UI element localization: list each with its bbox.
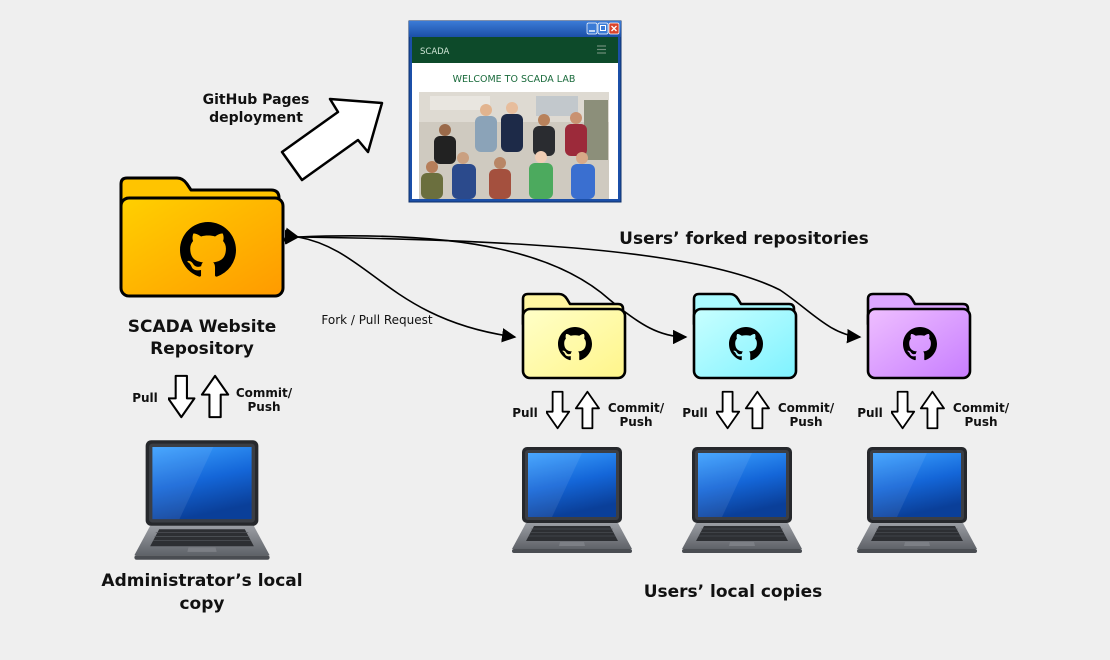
deployment-arrow bbox=[280, 97, 384, 182]
forked-repo-folder-cyan bbox=[692, 292, 798, 380]
site-welcome-title: WELCOME TO SCADA LAB bbox=[453, 74, 576, 85]
window-controls bbox=[586, 22, 620, 35]
fork-pr-label: Fork / Pull Request bbox=[321, 313, 433, 327]
admin-laptop-icon bbox=[133, 439, 271, 561]
commit-push-label-line2: Push bbox=[619, 415, 652, 429]
website-window: SCADA WELCOME TO SCADA LAB bbox=[408, 20, 622, 203]
commit-push-label-line1: Commit/ bbox=[236, 386, 293, 400]
main-repo-label-line2: Repository bbox=[150, 339, 254, 359]
site-logo: SCADA bbox=[420, 47, 450, 57]
maximize-button[interactable] bbox=[597, 22, 609, 35]
commit-push-label-line1: Commit/ bbox=[608, 401, 665, 415]
main-repo-label-line1: SCADA Website bbox=[128, 317, 277, 337]
deploy-label-line2: deployment bbox=[209, 110, 303, 126]
fork-arrows bbox=[283, 227, 862, 345]
pull-push-arrows bbox=[891, 390, 945, 430]
user3-laptop-icon bbox=[857, 446, 977, 554]
pull-push-arrows bbox=[546, 390, 600, 430]
hamburger-menu-icon[interactable] bbox=[597, 45, 606, 54]
commit-push-label-line1: Commit/ bbox=[953, 401, 1010, 415]
commit-push-label-line2: Push bbox=[789, 415, 822, 429]
forked-repo-folder-yellow bbox=[521, 292, 627, 380]
deploy-label-line1: GitHub Pages bbox=[203, 92, 310, 108]
admin-copy-label-line2: copy bbox=[179, 594, 224, 614]
admin-copy-label-line1: Administrator’s local bbox=[101, 571, 302, 591]
pull-label: Pull bbox=[682, 406, 708, 420]
forked-repos-label: Users’ forked repositories bbox=[619, 229, 869, 249]
user2-sync-arrows: Pull Commit/ Push bbox=[682, 390, 835, 430]
pull-label: Pull bbox=[132, 391, 158, 405]
user1-sync-arrows: Pull Commit/ Push bbox=[512, 390, 665, 430]
commit-push-label-line2: Push bbox=[964, 415, 997, 429]
user3-sync-arrows: Pull Commit/ Push bbox=[857, 390, 1010, 430]
pull-label: Pull bbox=[512, 406, 538, 420]
commit-push-label-line2: Push bbox=[247, 400, 280, 414]
admin-sync-arrows: Pull Commit/ Push bbox=[132, 374, 293, 419]
user1-laptop-icon bbox=[512, 446, 632, 554]
pull-label: Pull bbox=[857, 406, 883, 420]
minimize-button[interactable] bbox=[586, 22, 598, 35]
forked-repo-folder-purple bbox=[866, 292, 972, 380]
lab-group-photo bbox=[419, 92, 609, 199]
users-local-copies-label: Users’ local copies bbox=[644, 582, 823, 602]
pull-push-arrows bbox=[716, 390, 770, 430]
main-repo-folder bbox=[119, 176, 285, 298]
pull-push-arrows bbox=[168, 374, 230, 419]
fork-arrow-purple bbox=[284, 229, 862, 344]
commit-push-label-line1: Commit/ bbox=[778, 401, 835, 415]
user2-laptop-icon bbox=[682, 446, 802, 554]
site-header bbox=[412, 37, 618, 63]
